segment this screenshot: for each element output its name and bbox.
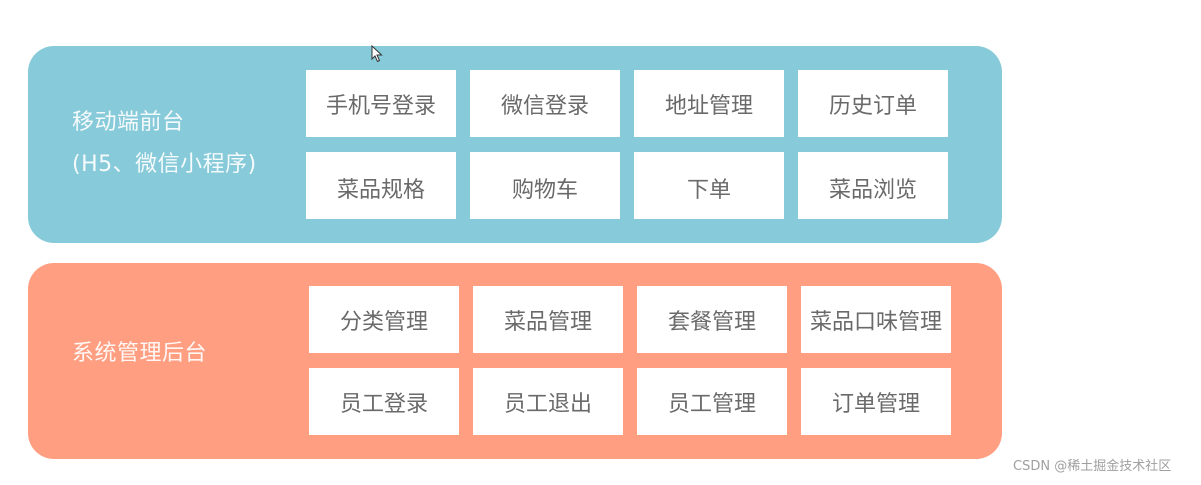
admin-backend-panel: 系统管理后台 分类管理 菜品管理 套餐管理 菜品口味管理 员工登录 员工退出 员… (28, 263, 1002, 459)
module-phone-login: 手机号登录 (306, 70, 456, 137)
module-order-management: 订单管理 (801, 368, 951, 435)
module-employee-management: 员工管理 (637, 368, 787, 435)
mouse-cursor-icon (371, 45, 383, 63)
module-combo-management: 套餐管理 (637, 286, 787, 353)
admin-backend-module-grid: 分类管理 菜品管理 套餐管理 菜品口味管理 员工登录 员工退出 员工管理 订单管… (309, 286, 951, 435)
module-address-management: 地址管理 (634, 70, 784, 137)
mobile-frontend-module-grid: 手机号登录 微信登录 地址管理 历史订单 菜品规格 购物车 下单 菜品浏览 (306, 70, 948, 219)
module-employee-logout: 员工退出 (473, 368, 623, 435)
module-wechat-login: 微信登录 (470, 70, 620, 137)
admin-backend-title: 系统管理后台 (72, 341, 208, 366)
module-category-management: 分类管理 (309, 286, 459, 353)
mobile-frontend-panel: 移动端前台 (H5、微信小程序) 手机号登录 微信登录 地址管理 历史订单 菜品… (28, 46, 1002, 243)
module-dish-specs: 菜品规格 (306, 152, 456, 219)
module-employee-login: 员工登录 (309, 368, 459, 435)
module-place-order: 下单 (634, 152, 784, 219)
mobile-frontend-title-line1: 移动端前台 (72, 110, 185, 135)
module-shopping-cart: 购物车 (470, 152, 620, 219)
mobile-frontend-title-line2: (H5、微信小程序) (72, 152, 257, 177)
module-dish-flavor-management: 菜品口味管理 (801, 286, 951, 353)
module-order-history: 历史订单 (798, 70, 948, 137)
module-dish-management: 菜品管理 (473, 286, 623, 353)
module-dish-browse: 菜品浏览 (798, 152, 948, 219)
mobile-frontend-title: 移动端前台 (H5、微信小程序) (72, 102, 257, 186)
watermark: CSDN @稀土掘金技术社区 (1013, 459, 1172, 474)
